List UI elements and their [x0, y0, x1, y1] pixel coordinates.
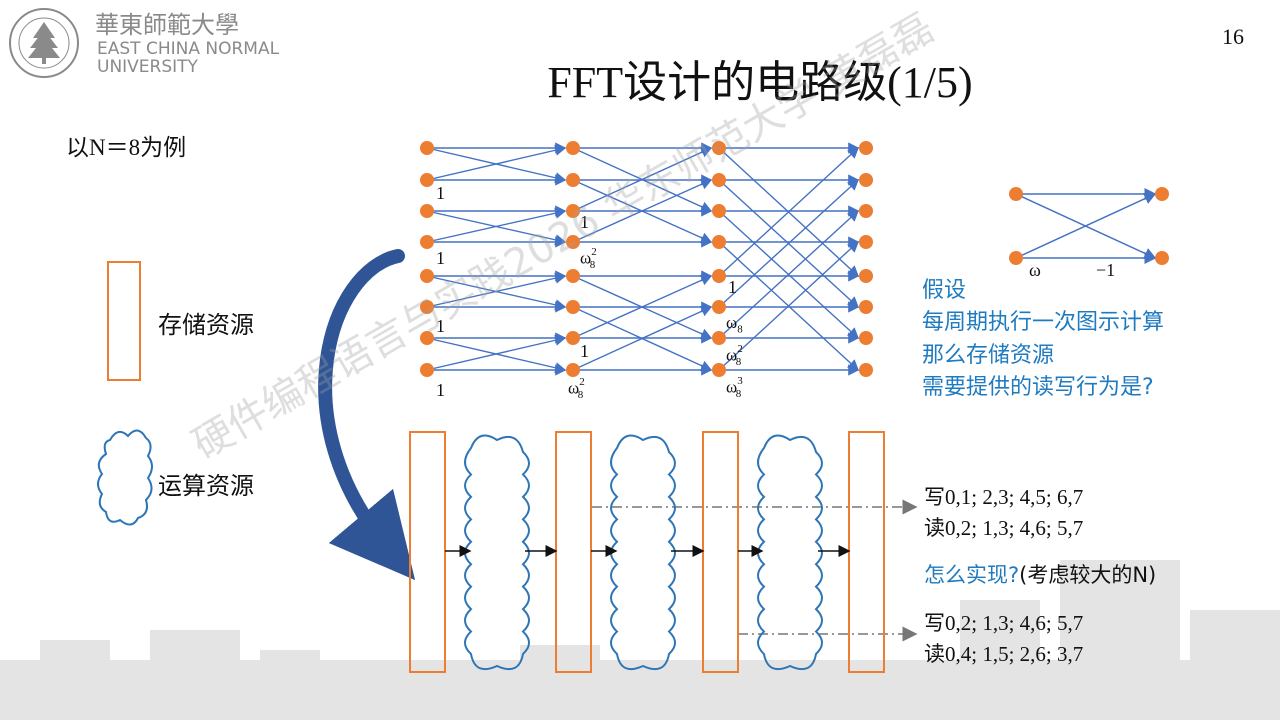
butterfly-node: [420, 173, 434, 187]
butterfly-edge: [572, 147, 713, 213]
university-logo: 華東師範大學 EAST CHINA NORMAL UNIVERSITY: [9, 8, 280, 78]
butterfly-edge: [718, 179, 860, 308]
butterfly-node: [420, 204, 434, 218]
butterfly-node: [420, 363, 434, 377]
butterfly-node: [712, 141, 726, 155]
butterfly-node: [859, 269, 873, 283]
access-1-read: 读0,2; 1,3; 4,6; 5,7: [924, 516, 1084, 540]
compute-cloud-1: [610, 434, 676, 670]
weight-s3-1: ω8: [726, 313, 743, 336]
butterfly-edge: [718, 241, 860, 371]
butterfly-node: [566, 300, 580, 314]
weight-s3-0: 1: [728, 277, 737, 297]
butterfly-node: [859, 300, 873, 314]
butterfly-node: [712, 269, 726, 283]
butterfly-node: [859, 204, 873, 218]
weight-s1-1: 1: [436, 248, 445, 268]
page-number: 16: [1222, 24, 1244, 49]
butterfly-edge: [572, 179, 713, 244]
storage-box-0: [409, 431, 446, 673]
butterfly-node: [712, 235, 726, 249]
logo-chinese-name: 華東師範大學: [95, 11, 239, 39]
logo-english-line2: UNIVERSITY: [97, 57, 199, 77]
butterfly-node: [712, 300, 726, 314]
butterfly-node: [859, 173, 873, 187]
question-line-1: 假设: [922, 278, 967, 303]
butterfly-node: [566, 235, 580, 249]
weight-s1-2: 1: [436, 316, 445, 336]
logo-english-line1: EAST CHINA NORMAL: [97, 39, 280, 59]
slide-title: FFT设计的电路级(1/5): [547, 58, 973, 107]
storage-resource-label: 存储资源: [158, 311, 254, 339]
butterfly-edge: [572, 275, 713, 340]
weight-s3-3: ω38: [726, 375, 743, 401]
butterfly-edge: [426, 147, 567, 184]
example-text: 以N＝8为例: [66, 135, 187, 160]
butterfly-edge: [426, 275, 567, 311]
butterfly-node: [712, 363, 726, 377]
butterfly-node: [712, 173, 726, 187]
how-to-question: 怎么实现?(考虑较大的N): [924, 563, 1157, 587]
storage-box-3: [848, 431, 885, 673]
butterfly-node: [712, 204, 726, 218]
weight-s2-1: ω28: [580, 246, 597, 272]
butterfly-edge: [426, 210, 567, 246]
question-line-3: 那么存储资源: [922, 343, 1055, 368]
storage-box-2: [702, 431, 739, 673]
butterfly-node: [420, 235, 434, 249]
access-2-write: 写0,2; 1,3; 4,6; 5,7: [924, 611, 1084, 635]
weight-s2-0: 1: [580, 212, 589, 232]
butterfly-edge: [718, 147, 860, 277]
weight-s2-3: ω28: [568, 376, 585, 402]
butterfly-node: [420, 141, 434, 155]
butterfly-node: [566, 331, 580, 345]
butterfly-edge: [572, 306, 713, 372]
access-2-read: 读0,4; 1,5; 2,6; 3,7: [924, 642, 1084, 666]
storage-legend-box: [107, 261, 141, 381]
butterfly-node: [859, 235, 873, 249]
butterfly-node: [566, 363, 580, 377]
compute-cloud-0: [464, 434, 530, 670]
butterfly-node: [420, 331, 434, 345]
butterfly-edge: [426, 337, 567, 374]
weight-s2-2: 1: [580, 341, 589, 361]
access-1-write: 写0,1; 2,3; 4,5; 6,7: [924, 485, 1084, 509]
compute-cloud-2: [757, 434, 823, 670]
butterfly-node: [859, 331, 873, 345]
butterfly-node: [566, 173, 580, 187]
butterfly-weight-minus-one: −1: [1096, 260, 1116, 280]
butterfly-node: [566, 141, 580, 155]
weight-s1-3: 1: [436, 380, 445, 400]
weight-s1-0: 1: [436, 183, 445, 203]
question-line-4: 需要提供的读写行为是?: [922, 375, 1154, 400]
weight-s3-2: ω28: [726, 343, 743, 369]
storage-box-1: [555, 431, 592, 673]
butterfly-node: [712, 331, 726, 345]
compute-legend-cloud: [97, 429, 153, 526]
question-line-2: 每周期执行一次图示计算: [922, 310, 1165, 335]
butterfly-node: [420, 300, 434, 314]
mapping-curved-arrow: [318, 249, 416, 581]
butterfly-node: [420, 269, 434, 283]
butterfly-node: [566, 204, 580, 218]
butterfly-node: [859, 363, 873, 377]
butterfly-weight-omega: ω: [1029, 260, 1041, 280]
compute-resource-label: 运算资源: [158, 472, 254, 500]
butterfly-node: [566, 269, 580, 283]
butterfly-edge: [718, 210, 860, 339]
butterfly-node: [859, 141, 873, 155]
